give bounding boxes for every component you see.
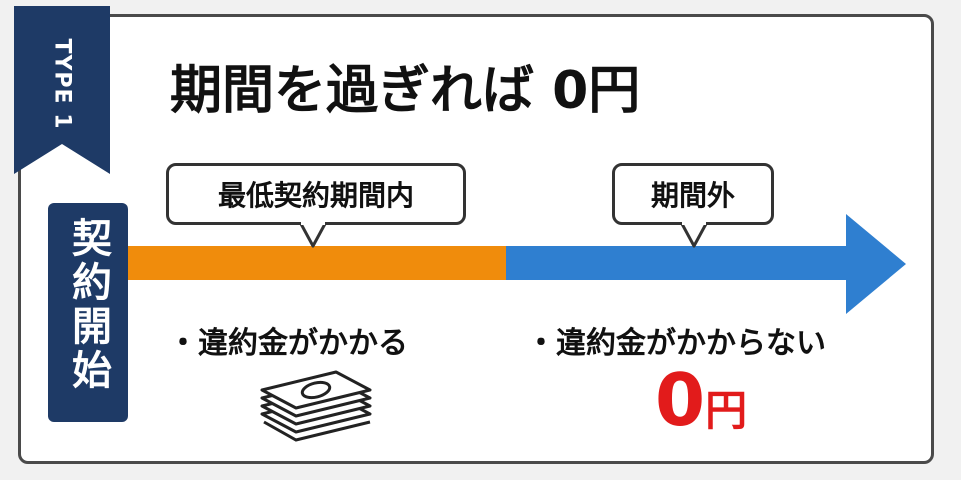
money-stack-icon	[260, 370, 372, 442]
bubble-within-period: 最低契約期間内	[166, 163, 466, 225]
bubble-out-of-period: 期間外	[612, 163, 774, 225]
bubble-tail	[679, 222, 709, 248]
contract-start-text: 契約開始	[65, 217, 111, 393]
zero-yen-number: 0	[655, 358, 706, 442]
zero-yen-unit: 円	[705, 386, 748, 435]
contract-start-label: 契約開始	[48, 203, 128, 422]
page-title: 期間を過ぎれば 0円	[170, 61, 641, 121]
card-frame	[18, 14, 934, 464]
bubble-within-period-label: 最低契約期間内	[217, 179, 414, 212]
type-label: TYPE 1	[49, 38, 75, 130]
zero-yen-result: 0円	[655, 358, 747, 442]
timeline-arrow-icon	[506, 214, 906, 314]
note-out-of-period: ・違約金がかからない	[526, 326, 826, 361]
period-within-bar	[128, 246, 506, 280]
bubble-out-of-period-label: 期間外	[650, 179, 735, 212]
bubble-tail	[298, 222, 328, 248]
note-within-period: ・違約金がかかる	[168, 326, 408, 361]
type-ribbon: TYPE 1	[14, 6, 110, 174]
